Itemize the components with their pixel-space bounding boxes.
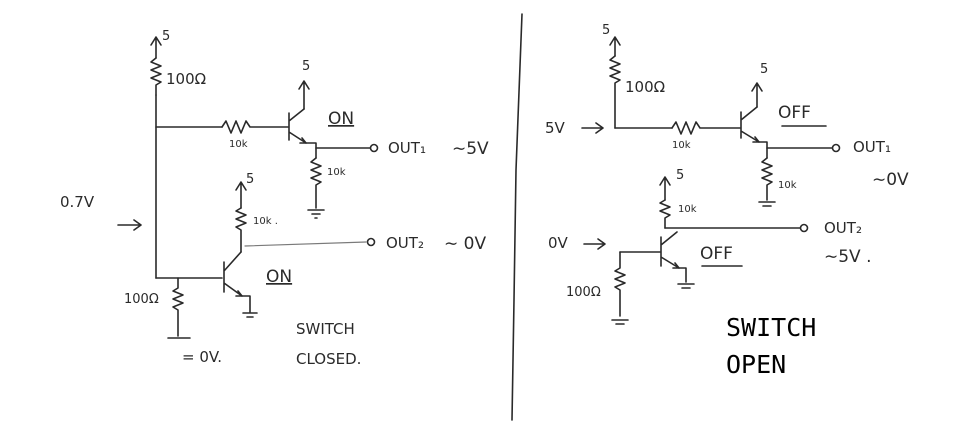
left-circuit: 5 100Ω 10k 5 ON OUT₁ ∼5V 10k 0.7V 5 10k … <box>60 29 489 368</box>
left-q1-emitter-wire <box>305 142 317 159</box>
left-caption-line1: SWITCH <box>296 320 355 338</box>
left-q1-supply-wire <box>298 80 310 110</box>
left-top-resistor-label: 100Ω <box>166 70 206 88</box>
right-out2-terminal[interactable] <box>799 223 809 233</box>
left-input-label: 0.7V <box>60 193 95 211</box>
left-out2-terminal[interactable] <box>366 237 376 247</box>
left-q2-collector-resistor <box>235 207 247 253</box>
right-q1-transistor <box>740 106 760 143</box>
right-out2-value: ∼5V . <box>824 247 872 267</box>
right-q1-emitter-wire <box>758 141 768 159</box>
right-q1-supply-label: 5 <box>760 62 768 77</box>
right-base-resistor <box>671 121 741 135</box>
left-ground-label: = 0V. <box>182 348 222 366</box>
right-q1-state: OFF <box>778 103 811 123</box>
left-out1-value: ∼5V <box>452 139 489 159</box>
right-top-resistor-label: 100Ω <box>625 78 665 96</box>
left-bottom-resistor <box>172 277 184 337</box>
right-q2-ground <box>677 283 695 289</box>
left-q2-emitter-wire <box>241 295 251 313</box>
left-q2-supply-arrow <box>235 181 247 209</box>
left-q2-transistor <box>223 251 243 297</box>
right-circuit: 5 100Ω 5V 10k 5 OFF OUT₁ ∼0V 10k 5 10k O… <box>545 23 909 379</box>
right-input-label: 5V <box>545 119 566 137</box>
right-top-resistor <box>609 55 621 129</box>
right-q2-state: OFF <box>700 244 733 264</box>
right-base-resistor-label: 10k <box>672 140 691 151</box>
left-top-resistor <box>150 57 162 96</box>
right-bottom-resistor <box>614 251 626 317</box>
left-q1-resistor-label: 10k <box>327 167 346 178</box>
left-out2-value: ∼ 0V <box>444 234 486 254</box>
right-out1-terminal[interactable] <box>831 143 841 153</box>
right-q2-transistor <box>660 231 680 269</box>
right-q2-collector-resistor <box>659 199 671 229</box>
left-q1-supply-label: 5 <box>302 59 310 74</box>
left-q2-state: ON <box>266 267 292 287</box>
right-input-0v-arrow <box>583 238 606 250</box>
left-q1-emitter-resistor <box>310 157 322 209</box>
left-q1-ground <box>307 209 325 219</box>
right-caption-line2: OPEN <box>726 350 786 379</box>
right-supply-label: 5 <box>602 23 610 38</box>
left-caption-line2: CLOSED. <box>296 350 361 368</box>
left-q1-state: ON <box>328 109 354 129</box>
right-q1-resistor-label: 10k <box>778 180 797 191</box>
left-q2-supply-label: 5 <box>246 172 254 187</box>
left-out2-wire <box>244 241 367 247</box>
right-bottom-ground <box>611 319 629 325</box>
right-input-0v-label: 0V <box>548 234 569 252</box>
right-input-arrow <box>581 122 604 134</box>
left-q2-ground <box>242 312 258 318</box>
left-out1-label: OUT₁ <box>388 139 426 157</box>
panel-divider <box>511 13 523 421</box>
right-q2-supply-arrow <box>659 176 671 201</box>
right-q2-supply-label: 5 <box>676 168 684 183</box>
right-out1-label: OUT₁ <box>853 138 891 156</box>
right-out1-value: ∼0V <box>872 170 909 190</box>
right-q2-emitter-wire <box>678 267 687 283</box>
right-supply-arrow <box>609 36 621 57</box>
left-base-resistor-label: 10k <box>229 139 248 150</box>
left-q1-transistor <box>288 108 307 144</box>
right-q1-supply-wire <box>751 82 763 108</box>
right-q1-emitter-resistor <box>761 157 773 201</box>
left-supply-label: 5 <box>162 29 170 44</box>
left-base-resistor <box>221 120 289 134</box>
left-out2-label: OUT₂ <box>386 234 424 252</box>
right-caption-line1: SWITCH <box>726 313 816 342</box>
right-bottom-resistor-label: 100Ω <box>566 285 601 300</box>
right-q2-resistor-label: 10k <box>678 204 697 215</box>
left-bottom-resistor-label: 100Ω <box>124 292 159 307</box>
right-q1-ground <box>758 201 776 207</box>
left-out1-terminal[interactable] <box>369 143 379 153</box>
left-supply-arrow <box>150 36 162 59</box>
left-input-arrow <box>117 219 142 231</box>
right-out2-label: OUT₂ <box>824 219 862 237</box>
left-q2-resistor-label: 10k . <box>253 216 278 227</box>
